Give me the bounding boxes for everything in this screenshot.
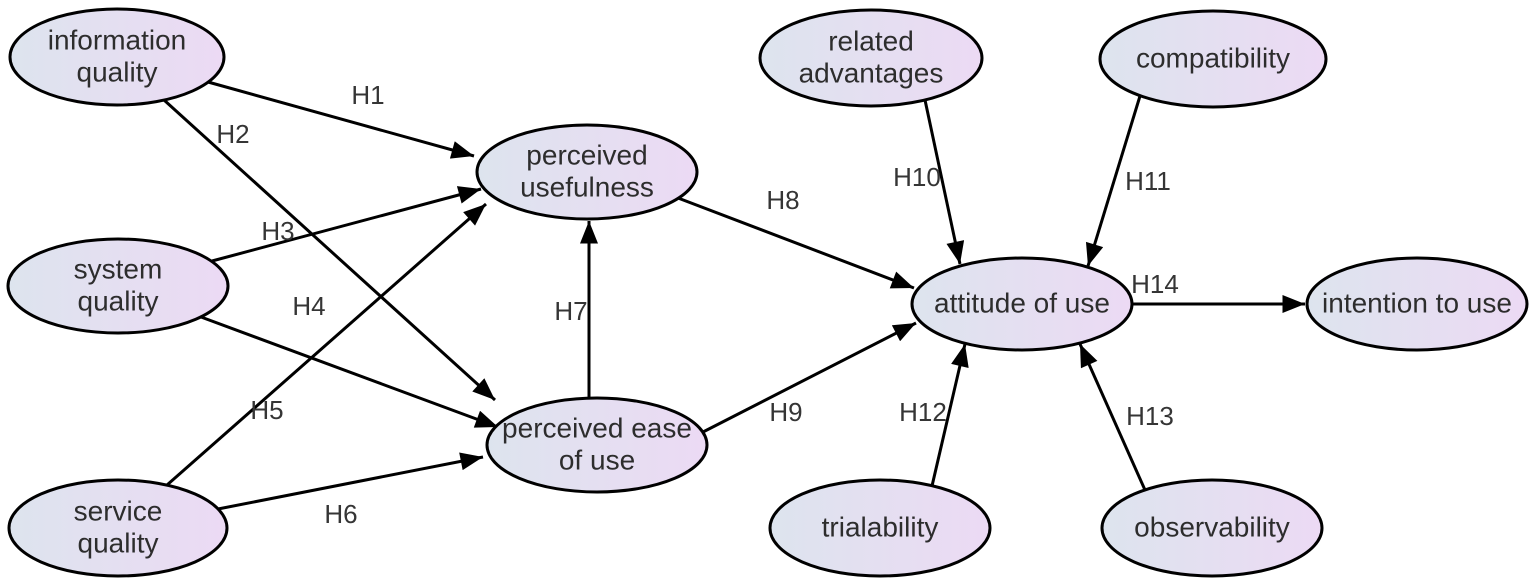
edge-h12-label: H12 [899,397,947,427]
information-quality-label-line2: quality [77,56,158,87]
compatibility-ellipse [1098,9,1328,109]
edges-layer [162,80,1305,511]
intention-to-use-label: intention to use [1322,287,1512,318]
edge-h1-arrow [207,80,475,159]
edge-h3-label: H3 [261,216,294,246]
edge-h1-label: H1 [351,80,384,110]
edge-h2-label: H2 [216,119,249,149]
edge-h10-label: H10 [893,162,941,192]
trialability-label: trialability [822,511,939,542]
edge-h11-arrow [1085,95,1142,267]
edge-h14-label: H14 [1131,269,1179,299]
attitude-of-use-ellipse [910,256,1134,352]
node-intention-to-use: intention to use [1305,256,1529,352]
perceived-ease-of-use-label-line2: of use [559,444,635,475]
edge-h7-label: H7 [554,296,587,326]
edge-h3-arrow [211,186,482,263]
edge-h12-arrow [930,343,969,487]
intention-to-use-ellipse [1305,256,1529,352]
related-advantages-ellipse [758,8,984,108]
system-quality-label-line2: quality [78,285,159,316]
node-trialability: trialability [768,478,992,578]
node-compatibility: compatibility [1098,9,1328,109]
perceived-ease-of-use-ellipse [485,396,709,494]
related-advantages-label-line1: related [828,25,914,56]
edge-h13-arrow [1078,343,1147,491]
observability-ellipse [1100,478,1324,578]
observability-label: observability [1134,511,1290,542]
edge-labels-layer: H1 H2 H3 H4 H5 H6 H7 H8 H9 H10 H11 H12 H… [216,80,1178,529]
perceived-usefulness-label-line2: usefulness [520,171,654,202]
edge-h5-label: H5 [250,395,283,425]
attitude-of-use-label: attitude of use [934,287,1110,318]
edge-h2-arrow [162,98,497,402]
edge-h4-arrow [200,315,499,429]
node-perceived-ease-of-use: perceived ease of use [485,396,709,494]
edge-h9-arrow [702,321,917,434]
edge-h6-arrow [217,452,484,511]
node-system-quality: system quality [6,237,230,335]
perceived-ease-of-use-label-line1: perceived ease [502,412,692,443]
node-attitude-of-use: attitude of use [910,256,1134,352]
compatibility-label: compatibility [1136,42,1290,73]
nodes-layer: information quality system quality servi… [6,7,1529,578]
node-service-quality: service quality [7,478,229,578]
information-quality-ellipse [8,7,226,107]
node-perceived-usefulness: perceived usefulness [475,123,699,221]
edge-h13-label: H13 [1126,401,1174,431]
system-quality-label-line1: system [74,253,163,284]
perceived-usefulness-label-line1: perceived [526,139,647,170]
node-related-advantages: related advantages [758,8,984,108]
node-information-quality: information quality [8,7,226,107]
node-observability: observability [1100,478,1324,578]
service-quality-ellipse [7,478,229,578]
edge-h8-arrow [677,196,915,290]
service-quality-label-line1: service [74,495,163,526]
edge-h4-label: H4 [292,291,325,321]
related-advantages-label-line2: advantages [799,57,944,88]
service-quality-label-line2: quality [78,527,159,558]
edge-h5-arrow [166,202,487,487]
edge-h8-label: H8 [766,185,799,215]
edge-h10-arrow [923,99,965,265]
edge-h9-label: H9 [769,397,802,427]
system-quality-ellipse [6,237,230,335]
trialability-ellipse [768,478,992,578]
information-quality-label-line1: information [48,24,187,55]
edge-h6-label: H6 [324,499,357,529]
edge-h11-label: H11 [1125,166,1171,196]
perceived-usefulness-ellipse [475,123,699,221]
